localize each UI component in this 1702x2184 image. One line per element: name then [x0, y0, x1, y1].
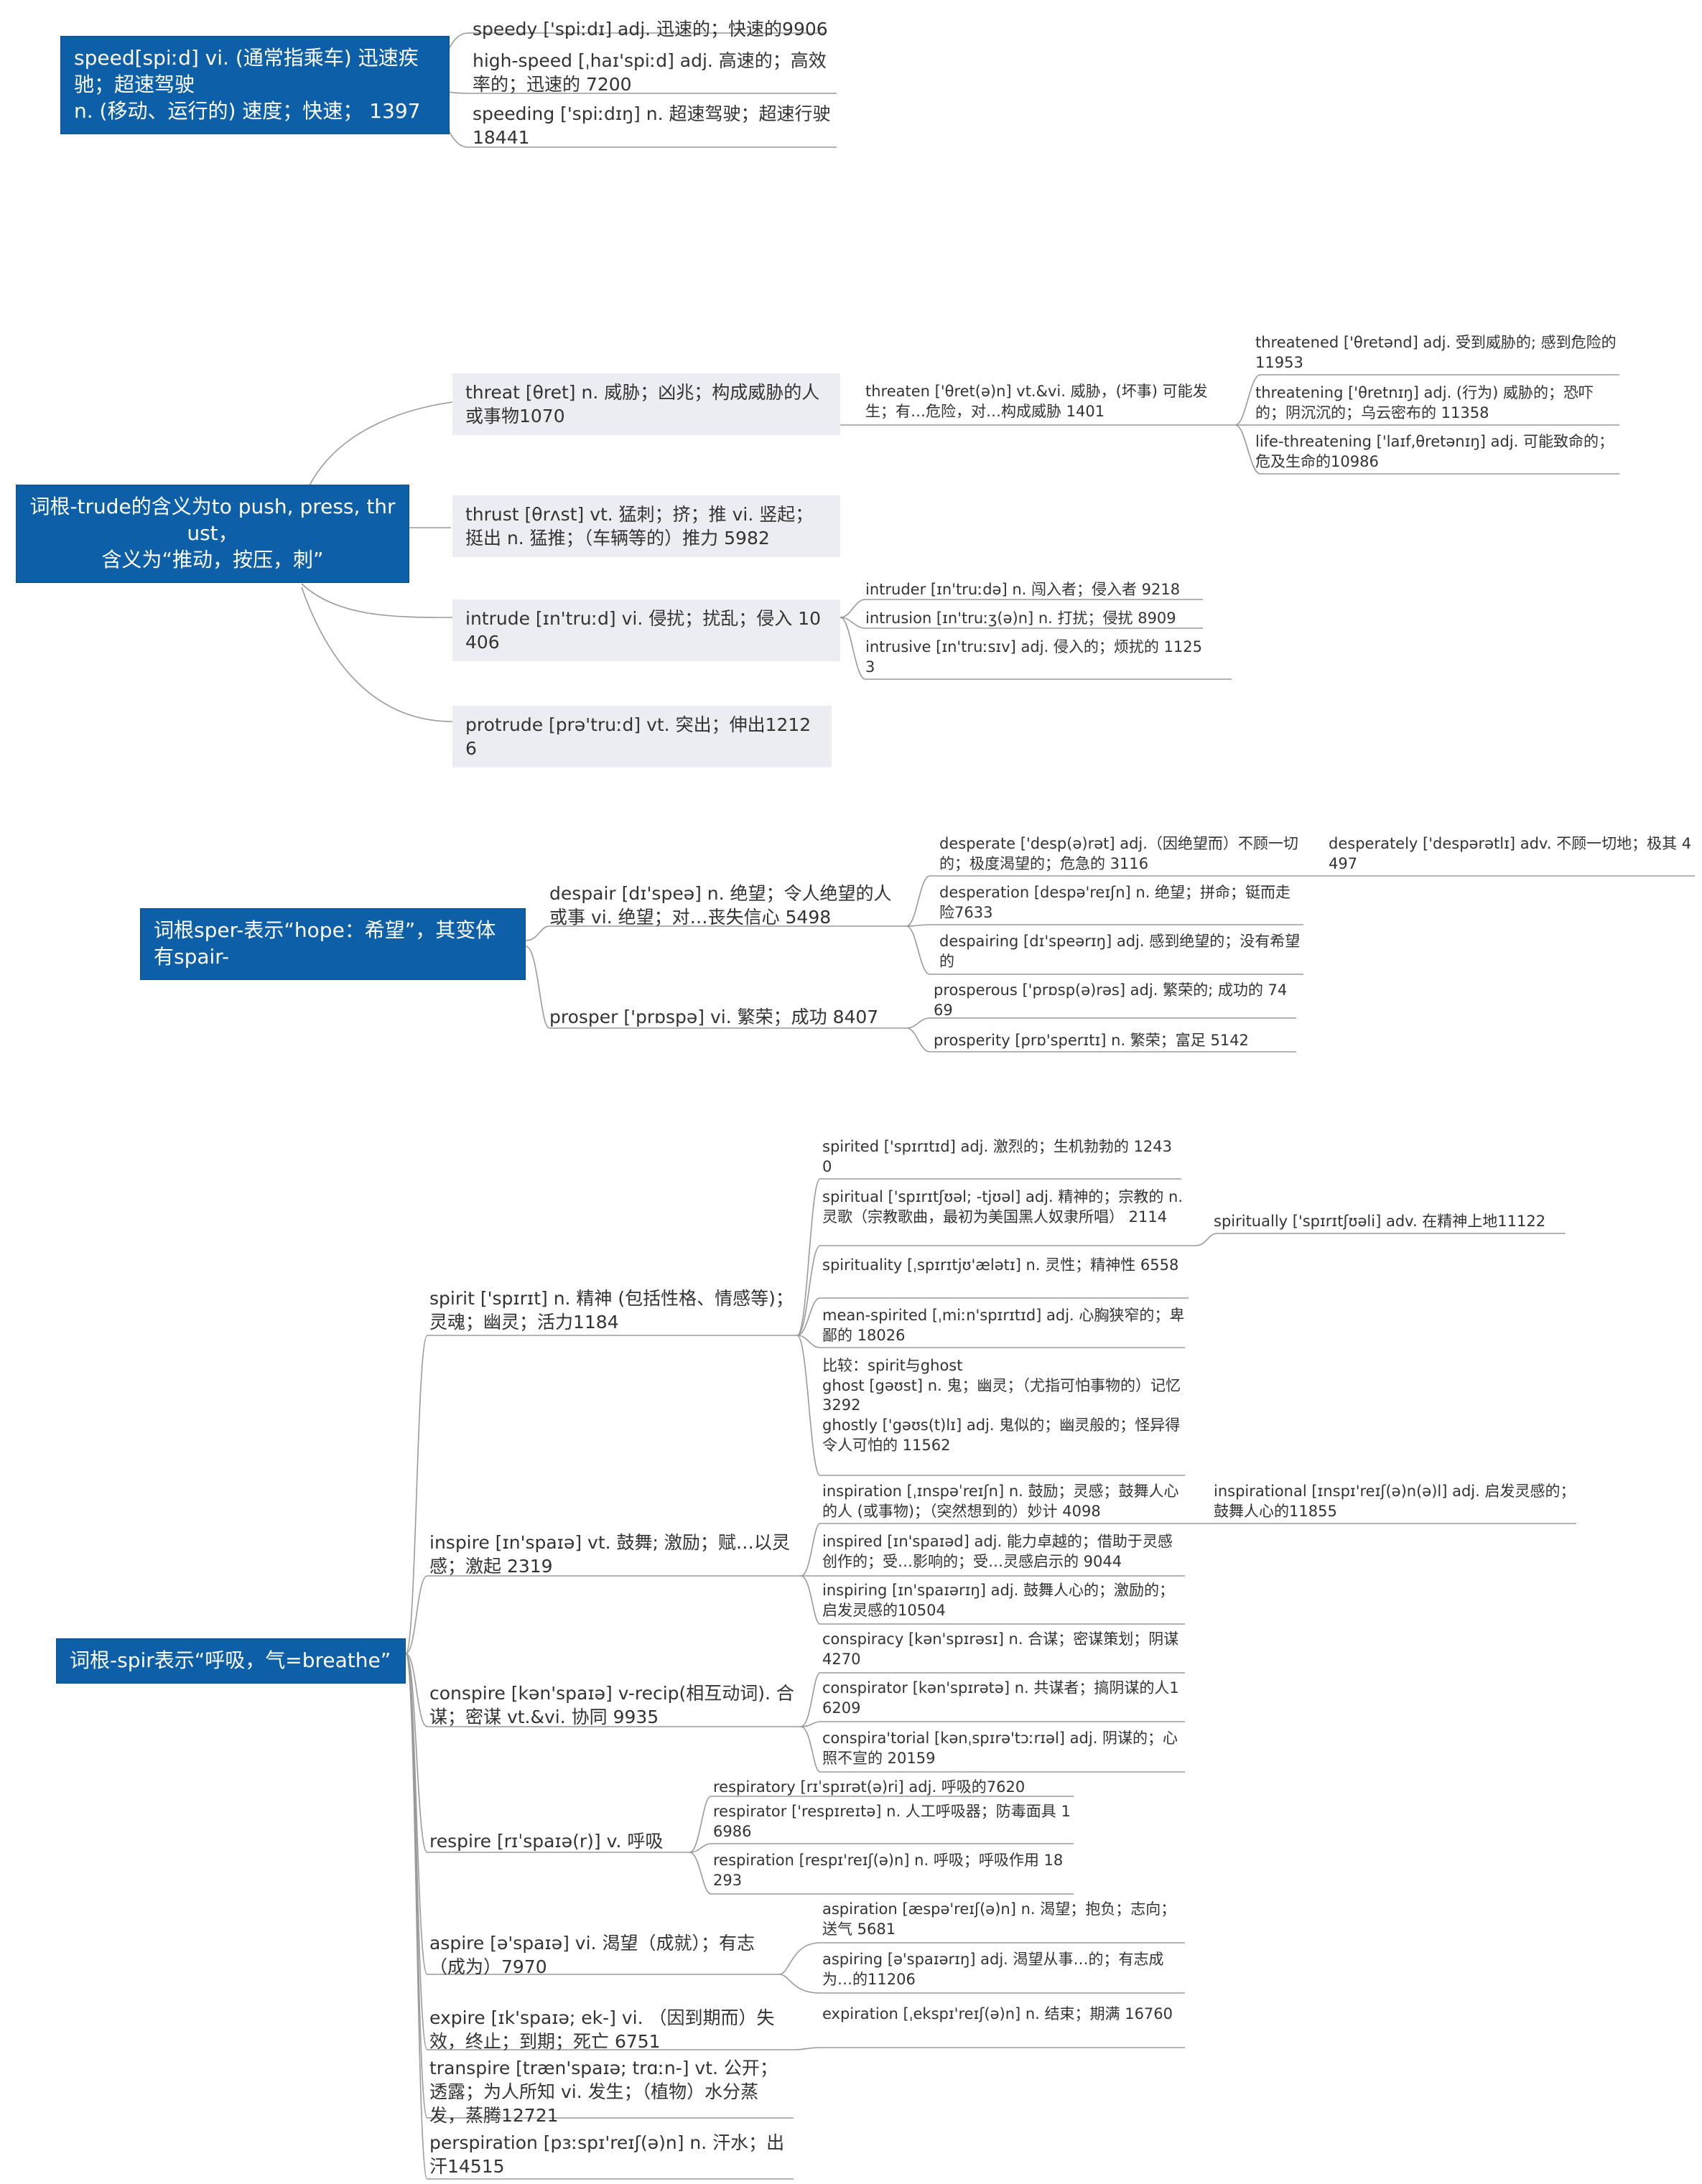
node-spirituality[interactable]: spirituality [ˌspɪrɪtjʊ'ælətɪ] n. 灵性；精神性…	[822, 1256, 1179, 1274]
node-mean-spirited[interactable]: mean-spirited [ˌmiːn'spɪrɪtɪd] adj. 心胸狭窄…	[822, 1307, 1185, 1344]
node-inspired[interactable]: inspired [ɪn'spaɪəd] adj. 能力卓越的；借助于灵感创作的…	[822, 1533, 1173, 1570]
node-aspire[interactable]: aspire [ə'spaɪə] vi. 渴望（成就）；有志（成为）7970	[429, 1933, 755, 1977]
node-spirited[interactable]: spirited ['spɪrɪtɪd] adj. 激烈的；生机勃勃的 1243…	[822, 1138, 1172, 1175]
node-expire[interactable]: expire [ɪk'spaɪə; ek-] vi. （因到期而）失效，终止；到…	[429, 2007, 775, 2052]
node-threat[interactable]: threat [θret] n. 威胁；凶兆；构成威胁的人或事物1070	[452, 373, 840, 435]
node-desperation[interactable]: desperation [despə'reɪʃn] n. 绝望；拼命；铤而走险7…	[939, 884, 1291, 921]
node-expiration[interactable]: expiration [ˌekspɪ'reɪʃ(ə)n] n. 结束；期满 16…	[822, 2005, 1173, 2022]
node-threatening[interactable]: threatening ['θretnɪŋ] adj. (行为) 威胁的；恐吓的…	[1255, 384, 1594, 421]
node-life-threatening[interactable]: life-threatening ['laɪf‚θretənɪŋ] adj. 可…	[1255, 433, 1614, 470]
node-speedy[interactable]: speedy ['spiːdɪ] adj. 迅速的；快速的9906	[473, 19, 828, 39]
node-speeding[interactable]: speeding ['spiːdɪŋ] n. 超速驾驶；超速行驶18441	[473, 103, 831, 148]
node-desperate[interactable]: desperate ['desp(ə)rət] adj.（因绝望而）不顾一切的；…	[939, 835, 1298, 872]
node-intruder[interactable]: intruder [ɪn'truːdə] n. 闯入者；侵入者 9218	[865, 581, 1181, 598]
node-intrusion[interactable]: intrusion [ɪn'truːʒ(ə)n] n. 打扰；侵扰 8909	[865, 610, 1176, 627]
root-node-sper[interactable]: 词根sper-表示“hope：希望”，其变体有spair-	[140, 908, 526, 980]
node-respiration[interactable]: respiration [respɪ'reɪʃ(ə)n] n. 呼吸；呼吸作用 …	[713, 1852, 1064, 1889]
node-high-speed[interactable]: high-speed [ˌhaɪ'spiːd] adj. 高速的；高效率的；迅速…	[473, 50, 827, 95]
node-despair[interactable]: despair [dɪ'speə] n. 绝望；令人绝望的人或事 vi. 绝望；…	[549, 883, 892, 928]
node-inspiring[interactable]: inspiring [ɪn'spaɪərɪŋ] adj. 鼓舞人心的；激励的；启…	[822, 1582, 1174, 1619]
node-spiritual[interactable]: spiritual ['spɪrɪtʃʊəl; -tjʊəl] adj. 精神的…	[822, 1188, 1184, 1226]
node-aspiring[interactable]: aspiring [ə'spaɪərɪŋ] adj. 渴望从事…的；有志成为…的…	[822, 1951, 1164, 1988]
node-intrusive[interactable]: intrusive [ɪn'truːsɪv] adj. 侵入的；烦扰的 1125…	[865, 638, 1202, 676]
node-perspiration[interactable]: perspiration [pɜːspɪ'reɪʃ(ə)n] n. 汗水；出汗1…	[429, 2132, 785, 2177]
node-despairing[interactable]: despairing [dɪ'speərɪŋ] adj. 感到绝望的；没有希望的	[939, 933, 1301, 970]
root-node-trude[interactable]: 词根-trude的含义为to push, press, thrust， 含义为“…	[16, 485, 409, 583]
node-prosperity[interactable]: prosperity [prɒ'sperɪtɪ] n. 繁荣；富足 5142	[934, 1032, 1249, 1049]
node-conspiracy[interactable]: conspiracy [kən'spɪrəsɪ] n. 合谋；密谋策划；阴谋 4…	[822, 1630, 1179, 1668]
node-desperately[interactable]: desperately ['despərətlɪ] adv. 不顾一切地；极其 …	[1329, 835, 1692, 872]
node-prosperous[interactable]: prosperous ['prɒsp(ə)rəs] adj. 繁荣的; 成功的 …	[934, 981, 1288, 1019]
root-node-speed[interactable]: speed[spiːd] vi. (通常指乘车) 迅速疾驰；超速驾驶 n. (移…	[60, 36, 450, 134]
node-transpire[interactable]: transpire [træn'spaɪə; trɑːn-] vt. 公开；透露…	[429, 2058, 778, 2126]
node-spiritually[interactable]: spiritually ['spɪrɪtʃʊəli] adv. 在精神上地111…	[1214, 1213, 1546, 1230]
node-conspirator[interactable]: conspirator [kən'spɪrətə] n. 共谋者；搞阴谋的人16…	[822, 1679, 1179, 1717]
root-node-spir[interactable]: 词根-spir表示“呼吸，气=breathe”	[56, 1638, 406, 1684]
node-prosper[interactable]: prosper ['prɒspə] vi. 繁荣；成功 8407	[549, 1007, 879, 1027]
node-inspire[interactable]: inspire [ɪn'spaɪə] vt. 鼓舞; 激励；赋…以灵感；激起 2…	[429, 1532, 790, 1577]
node-protrude[interactable]: protrude [prə'truːd] vt. 突出；伸出12126	[452, 706, 832, 767]
node-conspire[interactable]: conspire [kən'spaɪə] v-recip(相互动词). 合谋；密…	[429, 1683, 794, 1727]
node-respiratory[interactable]: respiratory [rɪˈspɪrət(ə)ri] adj. 呼吸的762…	[713, 1778, 1026, 1796]
node-conspiratorial[interactable]: conspira'torial [kənˌspɪrə'tɔːrɪəl] adj.…	[822, 1730, 1178, 1767]
node-threatened[interactable]: threatened ['θretənd] adj. 受到威胁的; 感到危险的 …	[1255, 334, 1617, 371]
node-respirator[interactable]: respirator ['respɪreɪtə] n. 人工呼吸器；防毒面具 1…	[713, 1803, 1071, 1840]
node-threaten[interactable]: threaten ['θret(ə)n] vt.&vi. 威胁，(坏事) 可能发…	[865, 383, 1208, 420]
node-intrude[interactable]: intrude [ɪn'truːd] vi. 侵扰；扰乱；侵入 10406	[452, 599, 840, 661]
node-inspiration[interactable]: inspiration [ˌɪnspəˈreɪʃn] n. 鼓励；灵感；鼓舞人心…	[822, 1483, 1179, 1520]
node-thrust[interactable]: thrust [θrʌst] vt. 猛刺；挤；推 vi. 竖起；挺出 n. 猛…	[452, 495, 840, 557]
node-aspiration[interactable]: aspiration [æspə'reɪʃ(ə)n] n. 渴望；抱负；志向；送…	[822, 1900, 1176, 1938]
node-respire[interactable]: respire [rɪˈspaɪə(r)] v. 呼吸	[429, 1831, 664, 1852]
node-spirit[interactable]: spirit ['spɪrɪt] n. 精神 (包括性格、情感等)；灵魂；幽灵；…	[429, 1288, 794, 1333]
node-spirit-ghost-comparison[interactable]: 比较：spirit与ghost ghost [gəʊst] n. 鬼；幽灵；（尤…	[822, 1357, 1181, 1454]
node-inspirational[interactable]: inspirational [ɪnspɪ'reɪʃ(ə)n(ə)l] adj. …	[1214, 1483, 1576, 1520]
